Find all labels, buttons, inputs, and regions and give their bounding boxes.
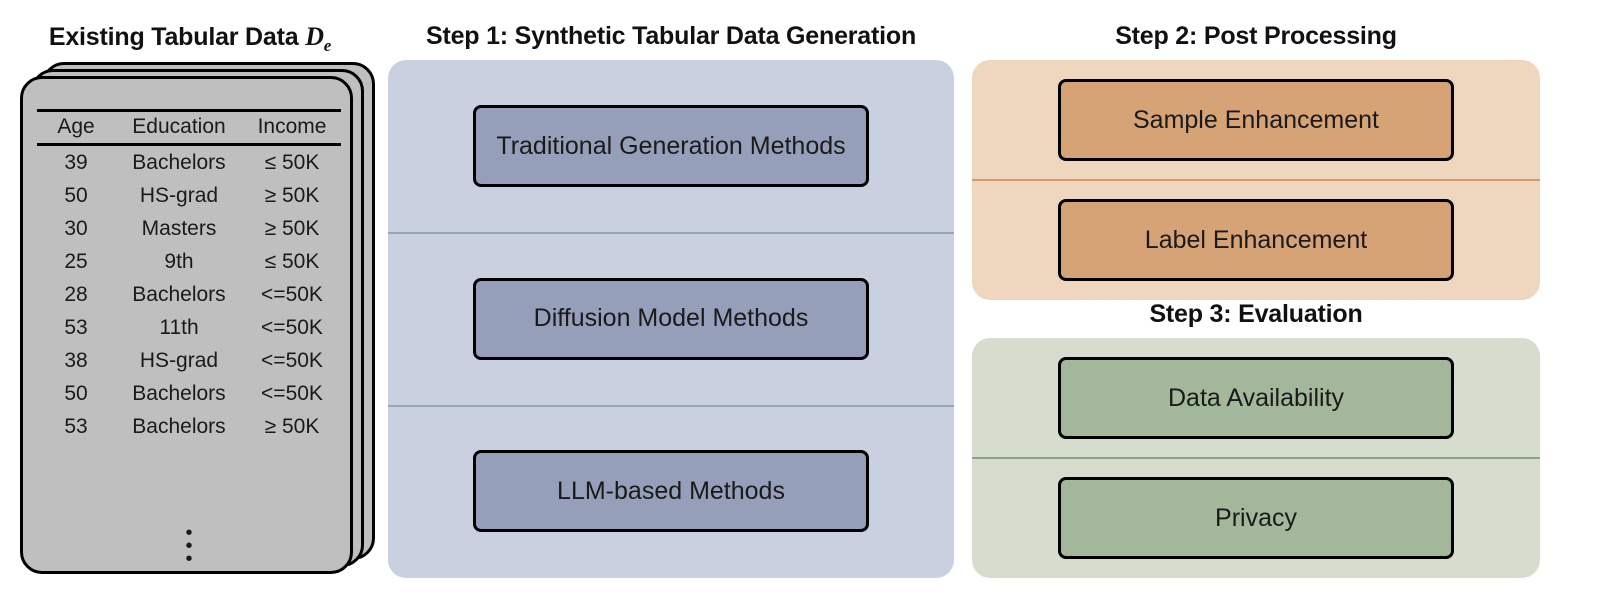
data-card-stack: Age Education Income 39 Bachelors ≤ 50K … [20, 62, 375, 574]
step1-row-1: Traditional Generation Methods [388, 60, 954, 233]
step3-row-1: Data Availability [972, 338, 1540, 458]
step3-title: Step 3: Evaluation [1149, 300, 1363, 328]
cell-education: 11th [159, 315, 199, 339]
step3-panel: Data Availability Privacy [972, 338, 1540, 578]
step2-row-2: Label Enhancement [972, 180, 1540, 300]
table-row: 53 Bachelors ≥ 50K [37, 410, 341, 443]
existing-data-title-text: Existing Tabular Data [48, 23, 306, 51]
dataset-symbol: D [305, 22, 324, 51]
cell-age: 50 [64, 183, 88, 207]
cell-income: <=50K [261, 348, 323, 372]
cell-education: HS-grad [139, 183, 219, 207]
cell-age: 50 [64, 381, 88, 405]
cell-age: 39 [64, 150, 88, 174]
cell-income: <=50K [261, 315, 323, 339]
cell-education: Bachelors [132, 282, 226, 306]
method-box-traditional-generation[interactable]: Traditional Generation Methods [473, 105, 869, 188]
cell-age: 25 [64, 249, 88, 273]
table-row: 50 HS-grad ≥ 50K [37, 179, 341, 212]
process-box-sample-enhancement[interactable]: Sample Enhancement [1058, 79, 1454, 161]
evaluation-box-privacy[interactable]: Privacy [1058, 477, 1454, 559]
step3-divider-1 [972, 457, 1540, 459]
evaluation-box-data-availability[interactable]: Data Availability [1058, 357, 1454, 439]
table-row: 30 Masters ≥ 50K [37, 212, 341, 245]
step2-title: Step 2: Post Processing [1115, 22, 1397, 50]
step1-panel: Traditional Generation Methods Diffusion… [388, 60, 954, 578]
step2-row-1: Sample Enhancement [972, 60, 1540, 180]
cell-age: 28 [64, 282, 88, 306]
existing-data-title: Existing Tabular Data De [0, 22, 380, 56]
step2-panel: Sample Enhancement Label Enhancement [972, 60, 1540, 300]
step1-title: Step 1: Synthetic Tabular Data Generatio… [425, 22, 917, 50]
step1-row-3: LLM-based Methods [388, 405, 954, 578]
cell-income: <=50K [261, 381, 323, 405]
table-row: 53 11th <=50K [37, 311, 341, 344]
cell-income: ≥ 50K [264, 414, 320, 438]
column-header-age: Age [57, 115, 95, 138]
cell-income: ≤ 50K [264, 249, 320, 273]
step2-divider-1 [972, 179, 1540, 181]
cell-education: Masters [141, 216, 217, 240]
column-header-income: Income [257, 115, 327, 138]
table-row: 28 Bachelors <=50K [37, 278, 341, 311]
column-header-education: Education [132, 115, 226, 138]
cell-age: 53 [64, 414, 88, 438]
table-row: 25 9th ≤ 50K [37, 245, 341, 278]
method-box-llm-based[interactable]: LLM-based Methods [473, 450, 869, 533]
cell-age: 30 [64, 216, 88, 240]
dataset-symbol-subscript: e [323, 36, 332, 55]
table-header-row: Age Education Income [37, 110, 341, 145]
cell-income: <=50K [261, 282, 323, 306]
cell-education: Bachelors [132, 381, 226, 405]
step3-row-2: Privacy [972, 458, 1540, 578]
step1-row-2: Diffusion Model Methods [388, 233, 954, 406]
table-row: 50 Bachelors <=50K [37, 377, 341, 410]
cell-age: 53 [64, 315, 88, 339]
cell-education: 9th [164, 249, 194, 273]
table-row: 38 HS-grad <=50K [37, 344, 341, 377]
existing-data-table: Age Education Income 39 Bachelors ≤ 50K … [37, 109, 341, 443]
cell-education: HS-grad [139, 348, 219, 372]
step1-divider-1 [388, 232, 954, 234]
process-box-label-enhancement[interactable]: Label Enhancement [1058, 199, 1454, 281]
step1-divider-2 [388, 405, 954, 407]
cell-education: Bachelors [132, 414, 226, 438]
cell-income: ≥ 50K [264, 216, 320, 240]
vertical-ellipsis-icon: ••• [185, 522, 193, 570]
cell-education: Bachelors [132, 150, 226, 174]
cell-income: ≤ 50K [264, 150, 320, 174]
data-card-front: Age Education Income 39 Bachelors ≤ 50K … [20, 76, 353, 574]
method-box-diffusion-model[interactable]: Diffusion Model Methods [473, 277, 869, 360]
table-row: 39 Bachelors ≤ 50K [37, 145, 341, 180]
cell-income: ≥ 50K [264, 183, 320, 207]
cell-age: 38 [64, 348, 88, 372]
